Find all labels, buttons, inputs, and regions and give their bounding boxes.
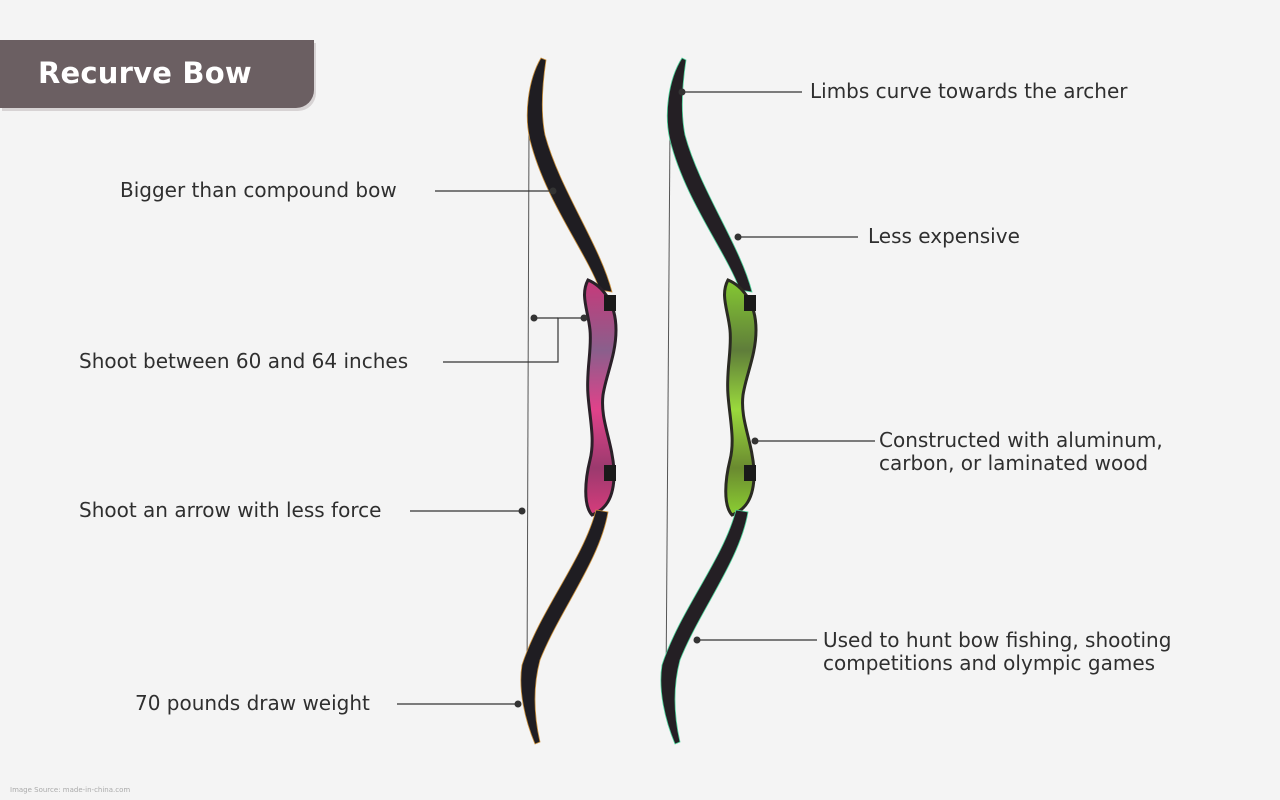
- callout-lines: [397, 91, 875, 705]
- label-used-line-1: Used to hunt bow fishing, shooting: [823, 628, 1172, 652]
- left-bowstring: [526, 127, 530, 689]
- callout-dot-limbs: [678, 88, 686, 96]
- label-constructed: Constructed with aluminum, carbon, or la…: [879, 429, 1163, 475]
- left-upper-limb: [526, 57, 613, 293]
- left-riser-plate-bottom: [604, 465, 616, 481]
- right-riser-plate-bottom: [744, 465, 756, 481]
- callout-dot-constructed: [751, 437, 759, 445]
- label-draw-weight: 70 pounds draw weight: [135, 691, 370, 715]
- label-less-expensive: Less expensive: [868, 224, 1020, 248]
- label-used-to-hunt: Used to hunt bow fishing, shooting compe…: [823, 629, 1171, 675]
- left-riser: [583, 278, 618, 517]
- label-constructed-line-1: Constructed with aluminum,: [879, 428, 1163, 452]
- callout-dots: [514, 88, 759, 708]
- left-riser-plate-top: [604, 295, 616, 311]
- right-bow: [660, 57, 758, 745]
- label-bigger-than-compound: Bigger than compound bow: [120, 178, 397, 202]
- label-limbs-curve: Limbs curve towards the archer: [810, 79, 1128, 103]
- right-upper-limb: [666, 57, 753, 293]
- right-riser-plate-top: [744, 295, 756, 311]
- callout-dot-shoot-range-limb: [580, 314, 588, 322]
- callout-dot-expensive: [734, 233, 742, 241]
- left-lower-limb: [520, 509, 609, 745]
- page-title: Recurve Bow: [38, 56, 252, 90]
- callout-dot-draw-weight: [514, 700, 522, 708]
- right-lower-limb: [660, 509, 749, 745]
- left-bow: [520, 57, 618, 745]
- label-less-force: Shoot an arrow with less force: [79, 498, 382, 522]
- image-source-credit: Image Source: made-in-china.com: [10, 786, 131, 794]
- label-used-line-2: competitions and olympic games: [823, 651, 1156, 675]
- callout-dot-bigger: [549, 187, 557, 195]
- callout-dot-used: [693, 636, 701, 644]
- right-bowstring: [665, 127, 671, 689]
- callout-line-shoot-range: [443, 317, 584, 363]
- callout-dot-shoot-range-string: [530, 314, 538, 322]
- title-banner: Recurve Bow: [0, 40, 314, 108]
- right-riser: [723, 278, 758, 517]
- label-constructed-line-2: carbon, or laminated wood: [879, 451, 1149, 475]
- callout-dot-less-force: [518, 507, 526, 515]
- label-shoot-range: Shoot between 60 and 64 inches: [79, 349, 409, 373]
